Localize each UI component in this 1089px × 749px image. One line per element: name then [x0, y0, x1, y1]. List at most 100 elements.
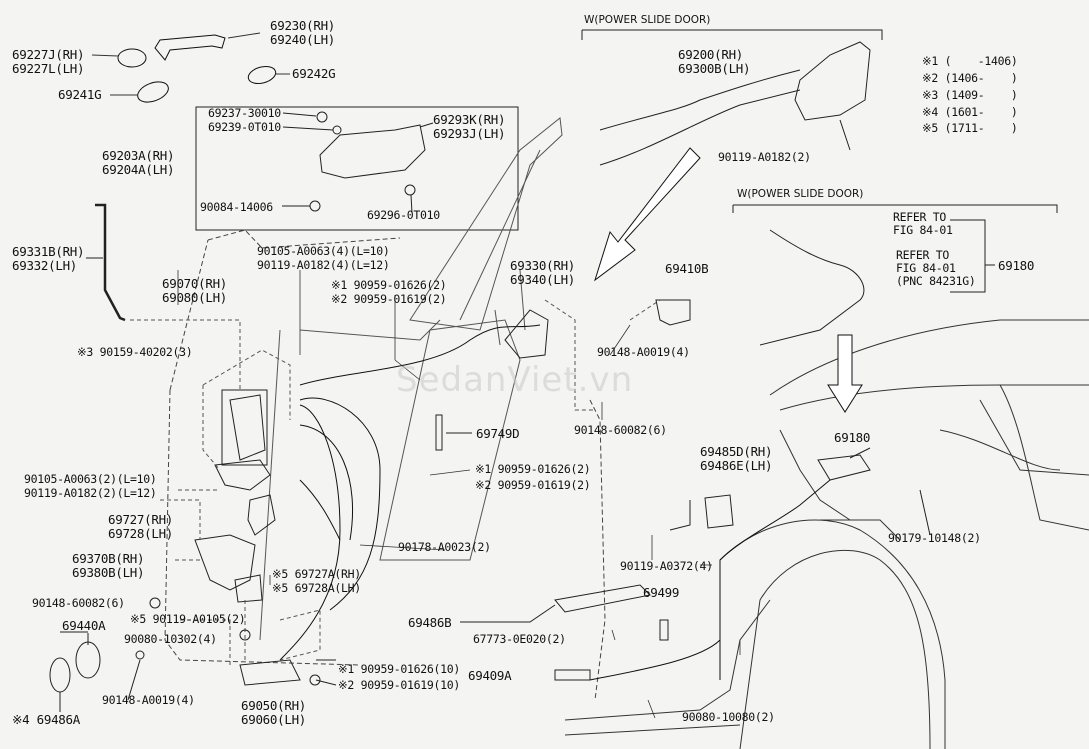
refer-line4: FIG 84-01	[896, 261, 956, 275]
label-90959b1: ※1 90959-01626(2)	[475, 462, 591, 476]
scuff-plate-69486b	[460, 584, 652, 623]
label-69180-b: 69180	[834, 430, 871, 445]
label-69070: 69070(RH)	[162, 276, 228, 291]
label-69200: 69200(RH)	[678, 47, 744, 62]
label-69050: 69050(RH)	[241, 698, 307, 713]
lock-dashed-guides	[130, 319, 291, 665]
label-69080: 69080(LH)	[162, 290, 228, 305]
label-90159: ※3 90159-40202(3)	[77, 345, 193, 359]
refer-line2: FIG 84-01	[893, 223, 953, 237]
label-69230: 69230(RH)	[270, 18, 336, 33]
cable-69180	[759, 229, 865, 346]
refer-line1: REFER TO	[893, 210, 946, 224]
label-69204a: 69204A(LH)	[102, 162, 175, 177]
rod-69331b	[95, 203, 126, 322]
label-90148b: 90148-60082(6)	[574, 423, 667, 437]
watermark: SedanViet.vn	[396, 360, 634, 400]
label-69380b: 69380B(LH)	[72, 565, 145, 580]
arrow-down-left	[594, 147, 701, 282]
screw-90148-lower	[135, 650, 145, 660]
arrow-down	[827, 334, 863, 413]
label-69203a: 69203A(RH)	[102, 148, 175, 163]
legend-2: ※2 (1406- )	[922, 71, 1018, 85]
label-69727: 69727(RH)	[108, 512, 174, 527]
label-69237: 69237-30010	[208, 106, 281, 120]
label-69242g: 69242G	[292, 66, 336, 81]
label-69486b: 69486B	[408, 615, 452, 630]
door-lock-assembly	[194, 389, 301, 686]
label-69485d: 69485D(RH)	[700, 444, 773, 459]
part-69409a	[554, 669, 591, 681]
label-90105a: 90105-A0063(4)(L=10)	[257, 244, 390, 258]
label-69340: 69340(LH)	[510, 272, 576, 287]
label-90119a: 90119-A0182(4)(L=12)	[257, 258, 390, 272]
label-69240: 69240(LH)	[270, 32, 336, 47]
bracket-69180	[950, 219, 995, 293]
label-69293k: 69293K(RH)	[433, 112, 506, 127]
label-67773: 67773-0E020(2)	[473, 632, 566, 646]
screw-90148-60082	[149, 597, 161, 609]
legend-5: ※5 (1711- )	[922, 121, 1018, 135]
label-69227j: 69227J(RH)	[12, 47, 85, 62]
part-69440a	[60, 631, 101, 679]
label-90148a: 90148-A0019(4)	[597, 345, 690, 359]
label-90148d: 90148-A0019(4)	[102, 693, 195, 707]
vehicle-body-outline	[564, 319, 1089, 749]
refer-line5: (PNC 84231G)	[896, 274, 976, 288]
label-69728a: ※5 69728A(LH)	[272, 581, 361, 595]
label-69293j: 69293J(LH)	[433, 126, 506, 141]
label-69180-a: 69180	[998, 258, 1035, 273]
label-90178: 90178-A0023(2)	[398, 540, 491, 554]
label-69486a: ※4 69486A	[12, 712, 80, 727]
label-69486e: 69486E(LH)	[700, 458, 773, 473]
label-90080a: 90080-10302(4)	[124, 632, 217, 646]
label-69749d: 69749D	[476, 426, 520, 441]
outer-handle-frame-box	[195, 106, 519, 231]
header-power-slide-door-1: W(POWER SLIDE DOOR)	[584, 14, 711, 26]
label-69300b: 69300B(LH)	[678, 61, 751, 76]
leader-lines-top	[91, 32, 290, 96]
label-90119c: ※5 90119-A0105(2)	[130, 612, 246, 626]
part-69749d	[435, 414, 443, 451]
clip-90959-lower	[309, 674, 321, 686]
label-69410b: 69410B	[665, 261, 709, 276]
bracket-power-slide-door-top	[581, 29, 883, 40]
bolt-90080	[239, 629, 251, 641]
label-69330: 69330(RH)	[510, 258, 576, 273]
label-90080b: 90080-10080(2)	[682, 710, 775, 724]
label-90105b: 90105-A0063(2)(L=10)	[24, 472, 157, 486]
refer-line3: REFER TO	[896, 248, 949, 262]
legend-3: ※3 (1409- )	[922, 88, 1018, 102]
label-90119d: 90119-A0182(2)	[718, 150, 811, 164]
label-69499: 69499	[643, 585, 680, 600]
cables	[279, 324, 831, 681]
legend-4: ※4 (1601- )	[922, 105, 1018, 119]
power-slide-latch	[599, 41, 871, 166]
label-90959b2: ※2 90959-01619(2)	[475, 478, 591, 492]
label-69241g: 69241G	[58, 87, 102, 102]
label-69370b: 69370B(RH)	[72, 551, 145, 566]
label-69239: 69239-0T010	[208, 120, 281, 134]
label-69060: 69060(LH)	[241, 712, 307, 727]
label-69296: 69296-0T010	[367, 208, 440, 222]
label-90084: 90084-14006	[200, 200, 273, 214]
part-69486a	[49, 657, 71, 712]
part-69180-lower	[817, 454, 871, 481]
label-69440a: 69440A	[62, 618, 106, 633]
handle-frame-parts	[282, 111, 434, 214]
label-90959c2: ※2 90959-01619(10)	[338, 678, 460, 692]
label-69332: 69332(LH)	[12, 258, 78, 273]
bracket-power-slide-door-mid	[732, 204, 1058, 213]
label-90959a2: ※2 90959-01619(2)	[331, 292, 447, 306]
legend-1: ※1 ( -1406)	[922, 54, 1018, 68]
label-69409a: 69409A	[468, 668, 512, 683]
header-power-slide-door-2: W(POWER SLIDE DOOR)	[737, 188, 864, 200]
part-69499	[659, 619, 669, 641]
part-69485d	[669, 494, 734, 531]
label-90959a1: ※1 90959-01626(2)	[331, 278, 447, 292]
part-69410b	[655, 299, 691, 326]
label-69331b: 69331B(RH)	[12, 244, 85, 259]
bracket-69330	[504, 309, 549, 359]
label-90119b: 90119-A0182(2)(L=12)	[24, 486, 157, 500]
